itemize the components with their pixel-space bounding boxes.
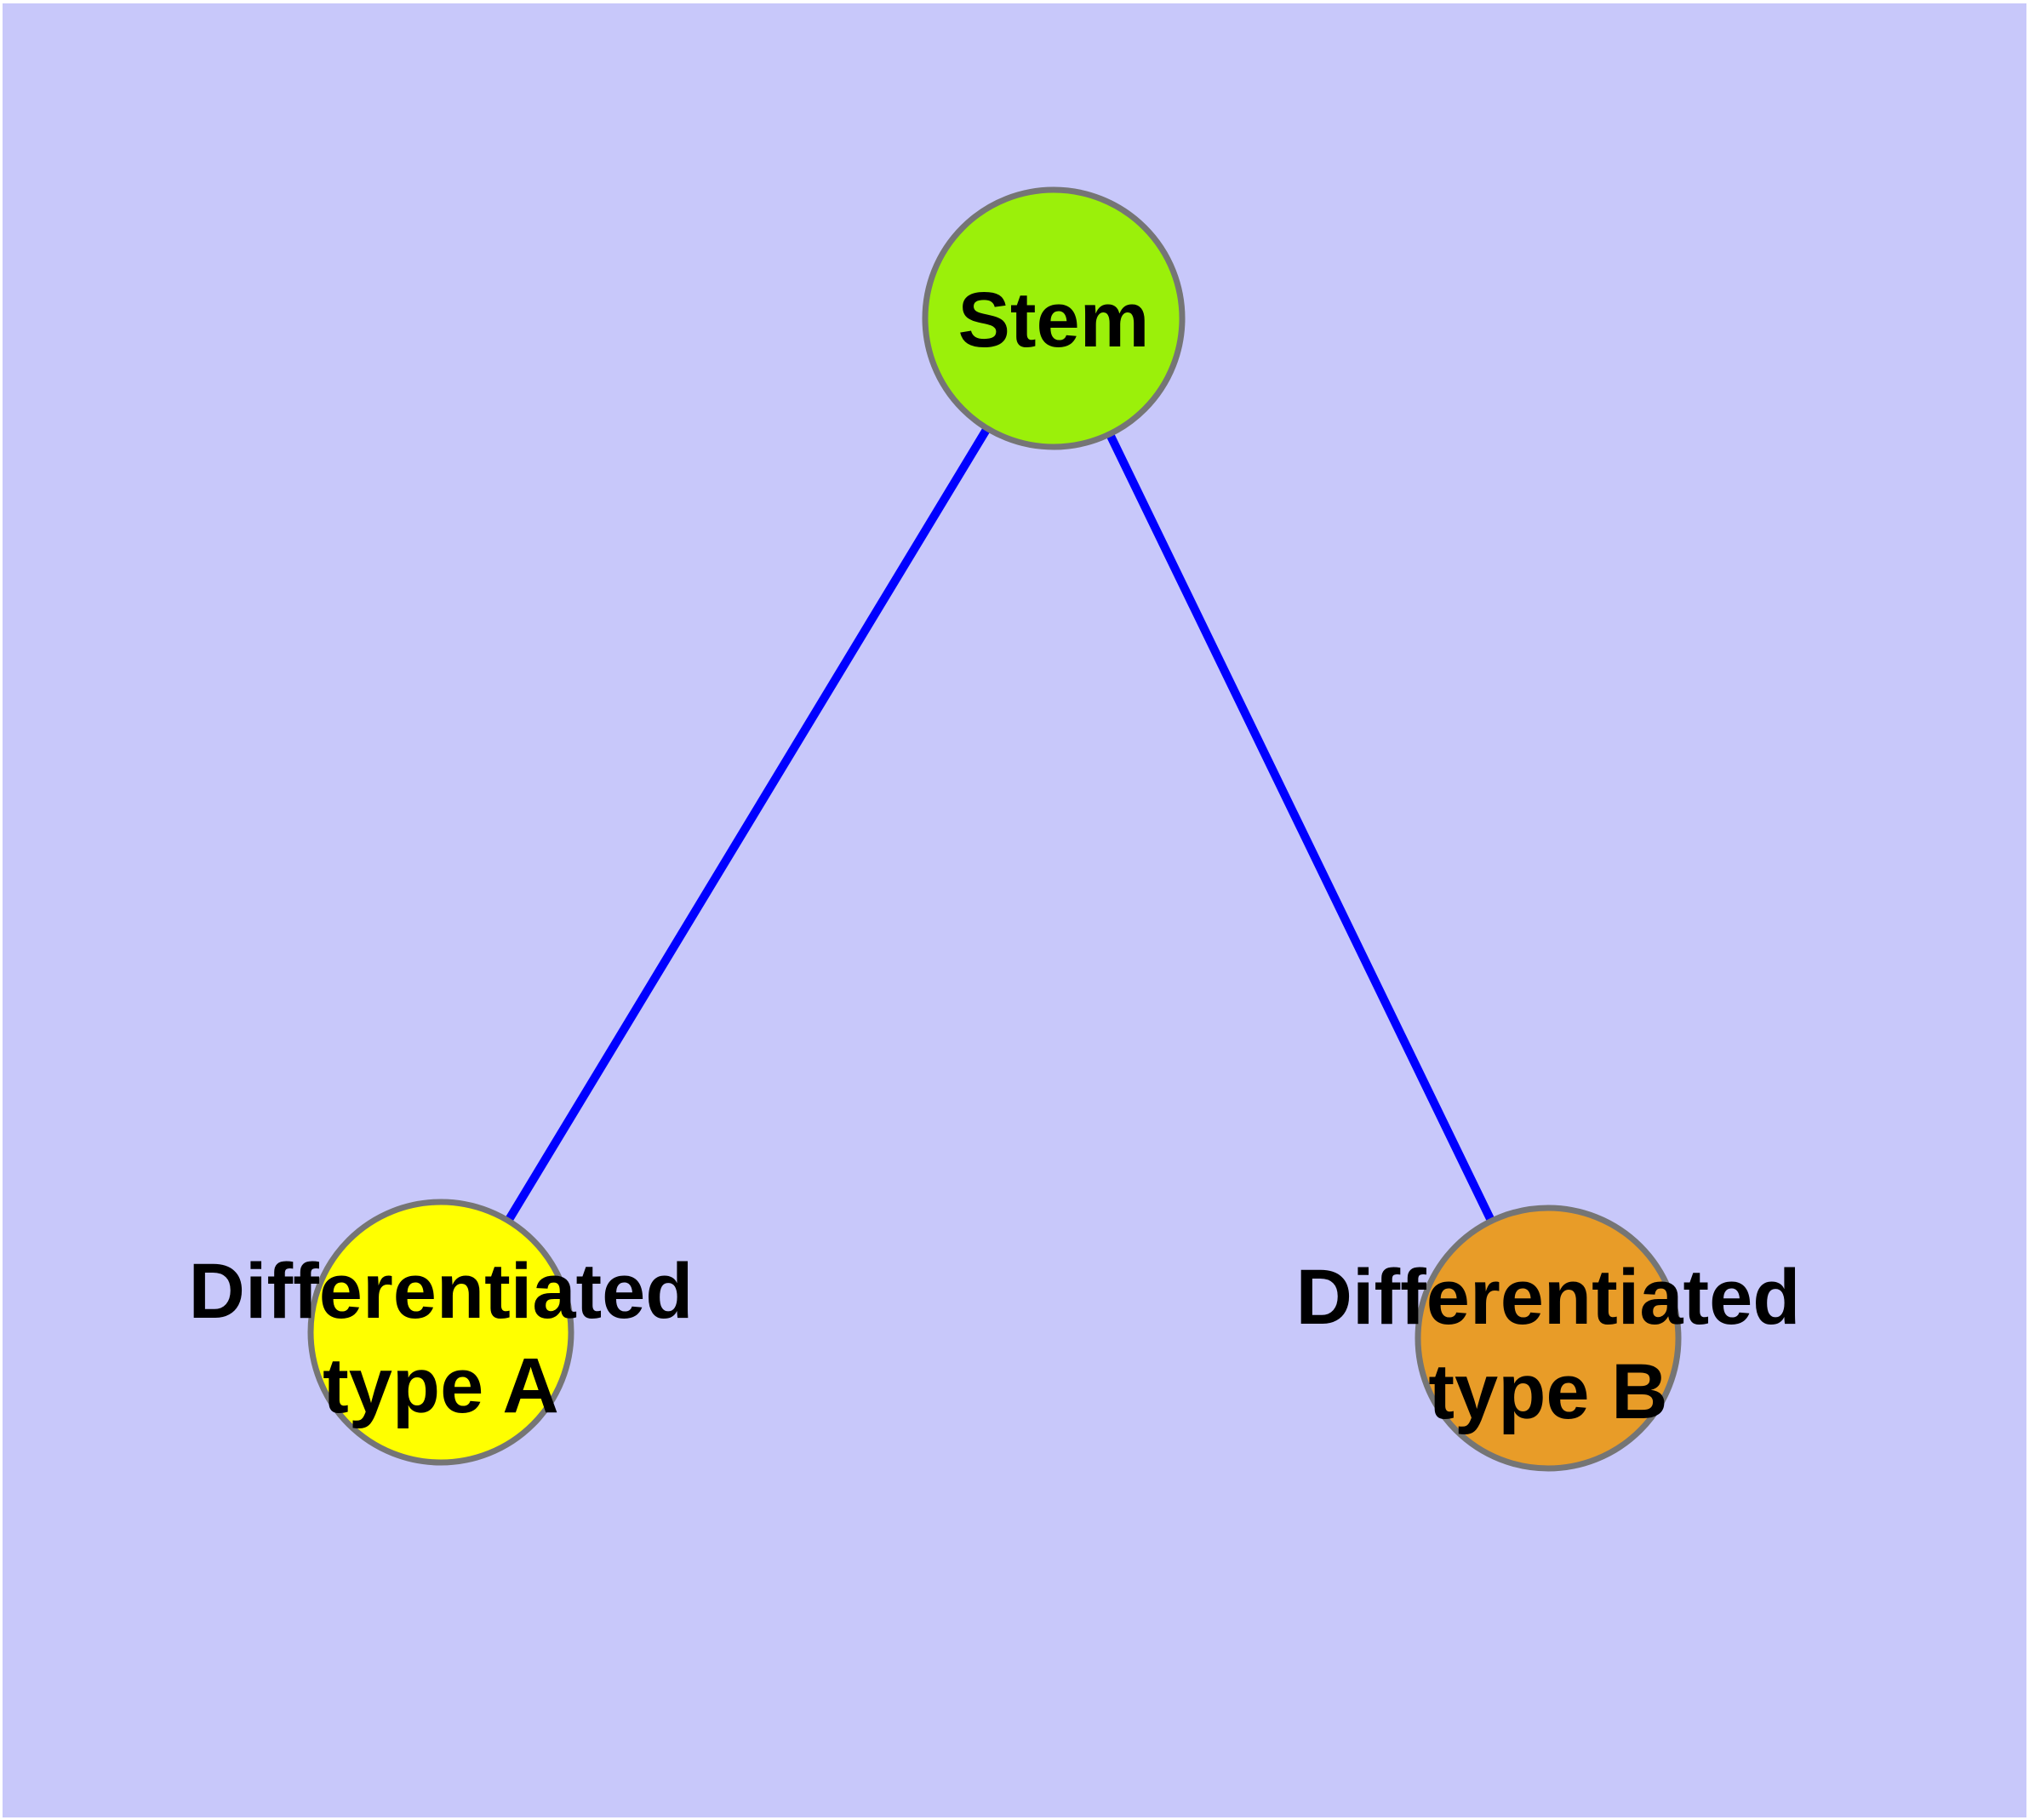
type-b-node-label-line2: type B bbox=[1428, 1348, 1667, 1435]
edge-stem-to-type-b bbox=[1049, 316, 1552, 1341]
type-a-node-label-line2: type A bbox=[323, 1342, 559, 1429]
type-a-node-circle bbox=[307, 1199, 574, 1466]
stem-node-label: Stem bbox=[958, 277, 1150, 363]
edge-stem-to-type-a bbox=[437, 316, 1058, 1335]
type-b-node-circle bbox=[1415, 1205, 1682, 1472]
type-b-node-label-line1: Differentiated bbox=[1296, 1254, 1801, 1341]
type-a-node-label-line1: Differentiated bbox=[189, 1248, 694, 1335]
stem-node-circle bbox=[922, 186, 1186, 450]
